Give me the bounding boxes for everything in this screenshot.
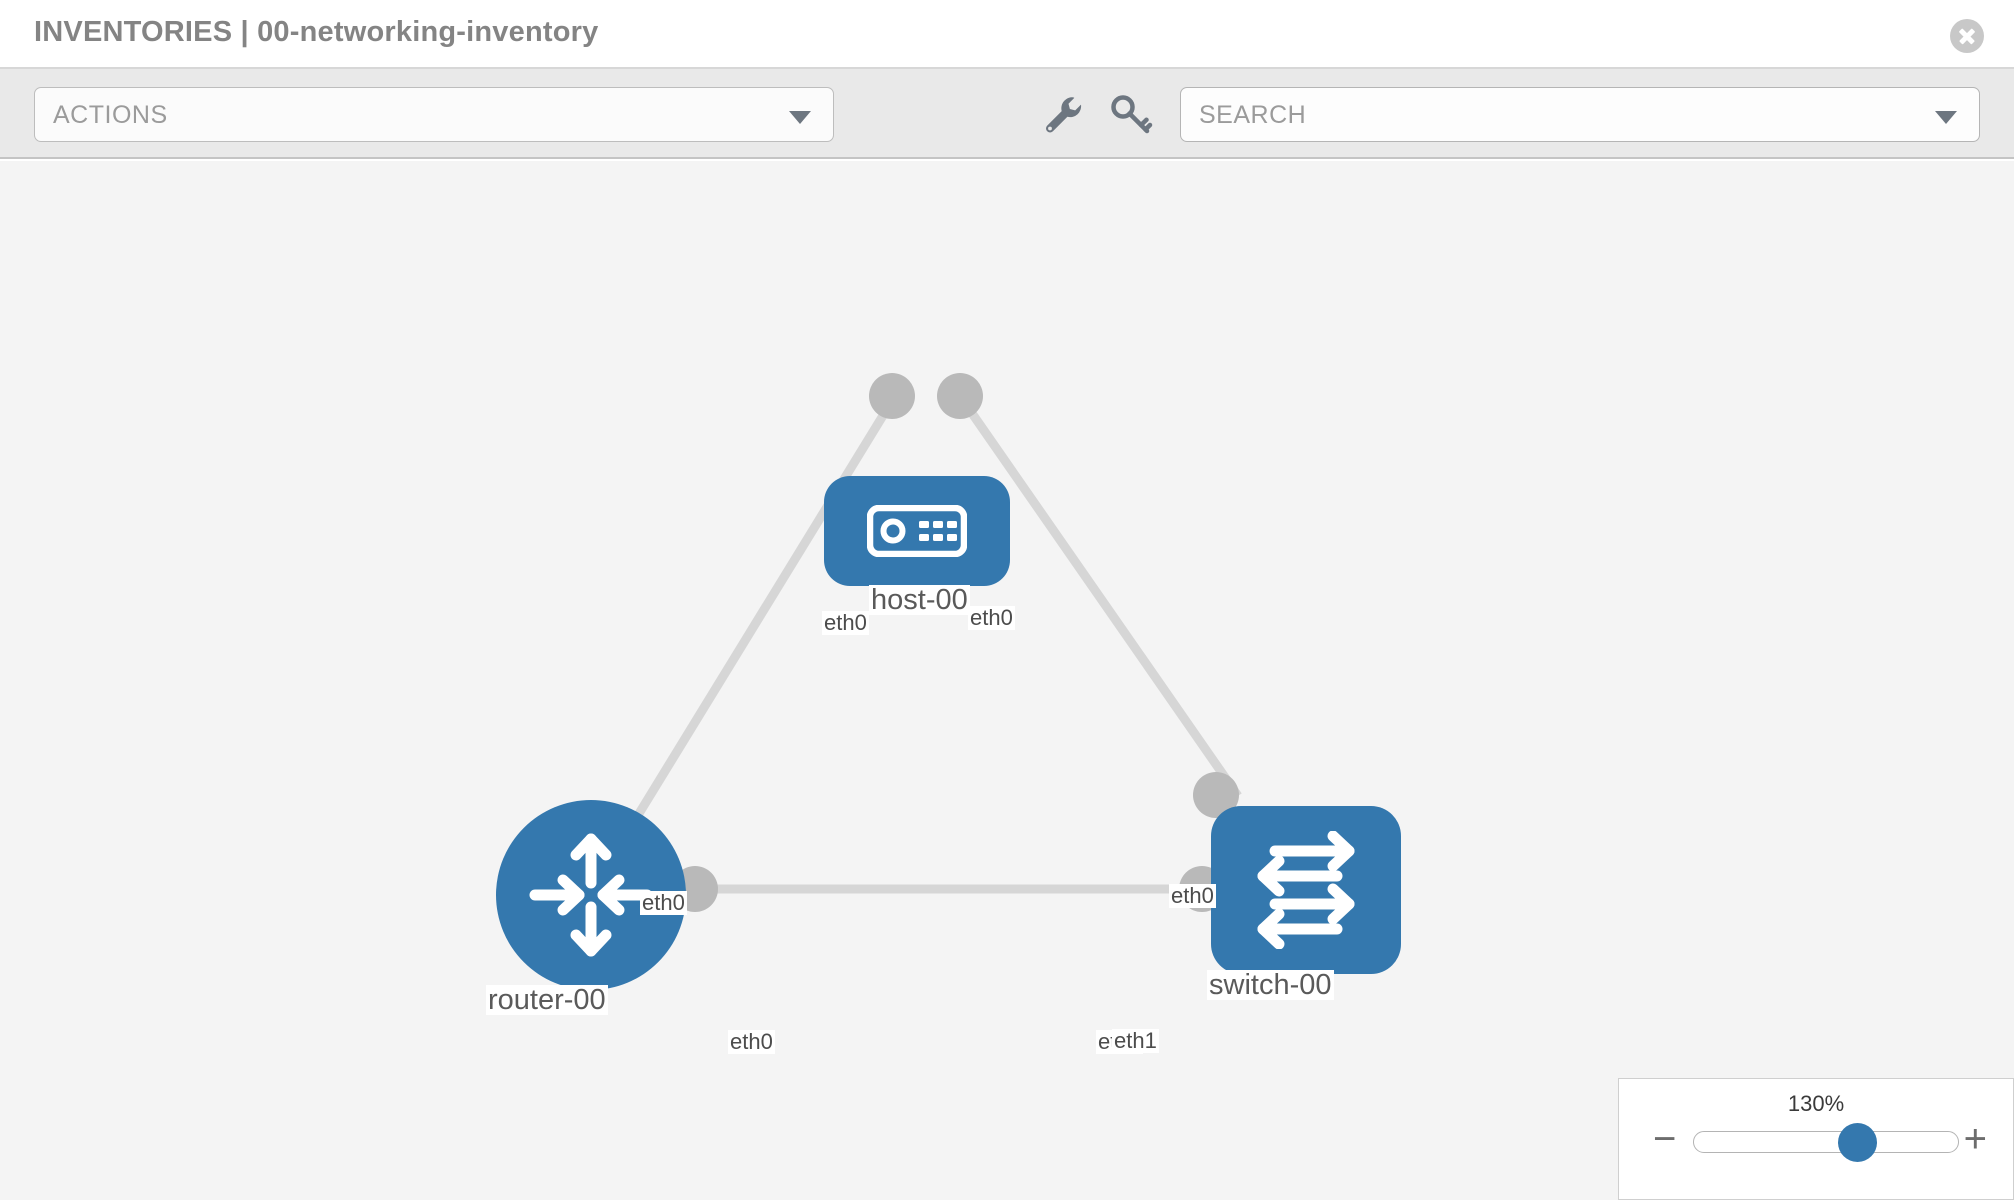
- iface-label-switch-left-b: eth1: [1112, 1028, 1159, 1054]
- zoom-level-value: 130%: [1787, 1091, 1845, 1116]
- switch-arrows-icon: [1257, 831, 1355, 949]
- topology-canvas[interactable]: host-00 eth0 eth0: [0, 161, 2014, 1200]
- node-label-host-00: host-00: [869, 584, 970, 616]
- topology-edges: [601, 393, 1242, 894]
- page-title: INVENTORIES | 00-networking-inventory: [34, 16, 599, 48]
- port-host-right[interactable]: [937, 373, 983, 419]
- port-host-left[interactable]: [869, 373, 915, 419]
- zoom-slider[interactable]: [1693, 1123, 1959, 1162]
- switch-node-shape[interactable]: [1211, 806, 1401, 974]
- search-chevron-down-icon[interactable]: [1935, 111, 1957, 124]
- actions-dropdown[interactable]: ACTIONS: [34, 87, 834, 142]
- router-arrows-icon: [529, 833, 653, 957]
- iface-label-host-left: eth0: [822, 610, 869, 636]
- zoom-in-button[interactable]: +: [1963, 1117, 1987, 1161]
- server-icon: [867, 505, 967, 557]
- edge-host-router: [601, 393, 899, 872]
- actions-dropdown-label: ACTIONS: [53, 101, 168, 129]
- chevron-down-icon: [789, 111, 811, 124]
- edge-host-switch: [956, 393, 1242, 799]
- node-label-router-00: router-00: [486, 984, 608, 1016]
- search-input[interactable]: SEARCH: [1180, 87, 1980, 142]
- close-icon[interactable]: [1950, 19, 1984, 53]
- zoom-slider-thumb[interactable]: [1838, 1123, 1877, 1162]
- wrench-icon[interactable]: [1040, 91, 1086, 137]
- iface-label-router-up: eth0: [640, 890, 687, 916]
- key-icon[interactable]: [1108, 91, 1154, 137]
- toolbar: ACTIONS SEARCH: [0, 69, 2014, 159]
- zoom-out-button[interactable]: −: [1653, 1117, 1677, 1161]
- page-header: INVENTORIES | 00-networking-inventory: [0, 0, 2014, 69]
- host-node-shape[interactable]: [824, 476, 1010, 586]
- iface-label-host-right: eth0: [968, 605, 1015, 631]
- node-label-switch-00: switch-00: [1207, 969, 1334, 1001]
- search-placeholder: SEARCH: [1199, 101, 1307, 129]
- iface-label-router-right: eth0: [728, 1029, 775, 1055]
- zoom-control-panel: 130% − +: [1618, 1078, 2014, 1200]
- iface-label-switch-up: eth0: [1169, 883, 1216, 909]
